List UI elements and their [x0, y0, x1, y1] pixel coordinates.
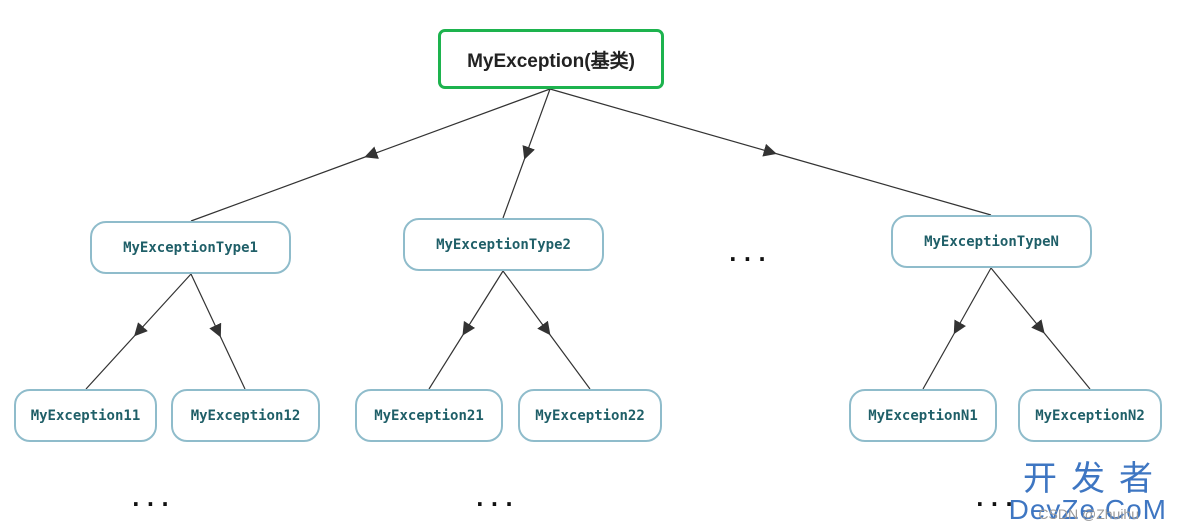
ellipsis-below-type1: ...	[132, 487, 176, 511]
node-myexception11: MyException11	[14, 389, 157, 442]
node-label: MyExceptionN1	[868, 407, 978, 424]
node-root-myexception: MyException(基类)	[438, 29, 664, 89]
edge-root-type1	[190, 88, 551, 222]
node-myexception21: MyException21	[355, 389, 503, 442]
site-watermark: 开发者 DevZe.CoM	[1009, 462, 1167, 524]
edge-type1-ex12	[190, 273, 246, 390]
node-myexceptionn1: MyExceptionN1	[849, 389, 997, 442]
node-myexceptiontype1: MyExceptionType1	[90, 221, 291, 274]
node-myexceptiontypen: MyExceptionTypeN	[891, 215, 1092, 268]
node-label: MyExceptionType1	[123, 239, 258, 256]
watermark-csdn: CSDN @Zhuihu	[1038, 506, 1139, 522]
node-myexception12: MyException12	[171, 389, 320, 442]
node-label: MyException21	[374, 407, 484, 424]
edge-root-typen	[549, 88, 992, 216]
node-myexception22: MyException22	[518, 389, 662, 442]
edge-typen-exn1	[922, 267, 992, 390]
edge-type2-ex22	[502, 270, 591, 390]
ellipsis-below-type2: ...	[476, 487, 520, 511]
ellipsis-level1: ...	[729, 242, 773, 266]
edge-type1-ex11	[85, 273, 192, 390]
node-label: MyException(基类)	[467, 50, 635, 72]
node-label: MyException12	[190, 407, 301, 424]
watermark-en: DevZe.CoM	[1008, 494, 1167, 525]
node-myexceptionn2: MyExceptionN2	[1018, 389, 1162, 442]
node-label: MyExceptionType2	[436, 236, 571, 253]
edge-type2-ex21	[428, 270, 504, 390]
node-label: MyExceptionN2	[1035, 407, 1145, 424]
node-label: MyException22	[535, 407, 645, 424]
node-label: MyExceptionTypeN	[924, 233, 1059, 250]
edge-typen-exn2	[990, 267, 1091, 390]
node-label: MyException11	[30, 407, 141, 424]
watermark-cn: 开发者	[1023, 459, 1167, 499]
edge-root-type2	[502, 88, 551, 219]
ellipsis-below-typen: ...	[976, 487, 1020, 511]
node-myexceptiontype2: MyExceptionType2	[403, 218, 604, 271]
